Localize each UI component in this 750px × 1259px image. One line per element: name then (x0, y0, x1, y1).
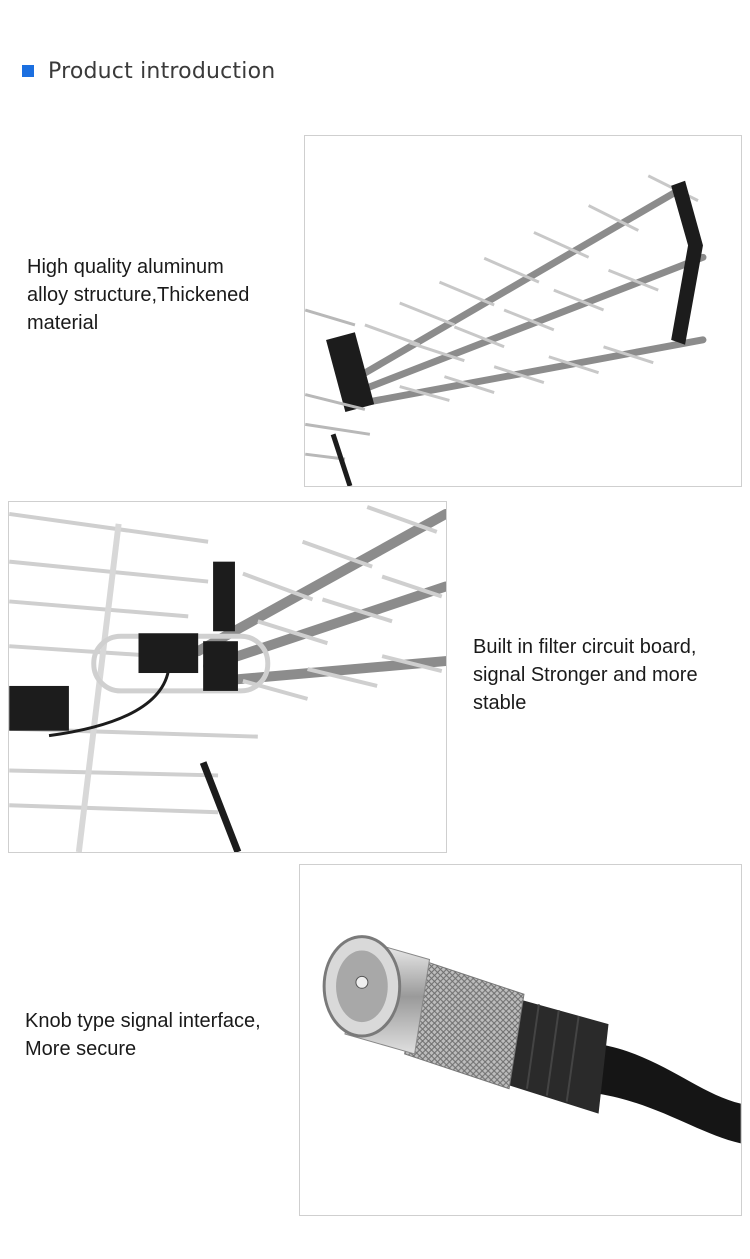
feature-1-line-3: material (27, 312, 99, 334)
feature-2-line-3: stable (473, 692, 527, 714)
feature-2-line-2: signal Stronger and more (473, 664, 698, 686)
coax-connector-photo (299, 864, 742, 1216)
feature-1-line-2: alloy structure,Thickened (27, 284, 250, 306)
section-header: Product introduction (22, 58, 275, 84)
feature-1-caption: High quality aluminum alloy structure,Th… (27, 253, 249, 337)
feature-3-line-2: More secure (25, 1038, 137, 1060)
coax-connector-illustration (322, 935, 741, 1144)
feature-3-line-1: Knob type signal interface, (25, 1010, 261, 1032)
antenna-closeup-photo (8, 501, 447, 853)
antenna-overview-illustration (305, 174, 707, 486)
section-title: Product introduction (48, 58, 276, 84)
antenna-overview-photo (304, 135, 742, 487)
feature-1-line-1: High quality aluminum (27, 256, 224, 278)
antenna-closeup-illustration (9, 505, 446, 852)
feature-2-caption: Built in filter circuit board, signal St… (473, 633, 698, 717)
feature-2-line-1: Built in filter circuit board, (473, 636, 697, 658)
feature-3-caption: Knob type signal interface, More secure (25, 1007, 261, 1063)
blue-square-icon (22, 65, 34, 77)
